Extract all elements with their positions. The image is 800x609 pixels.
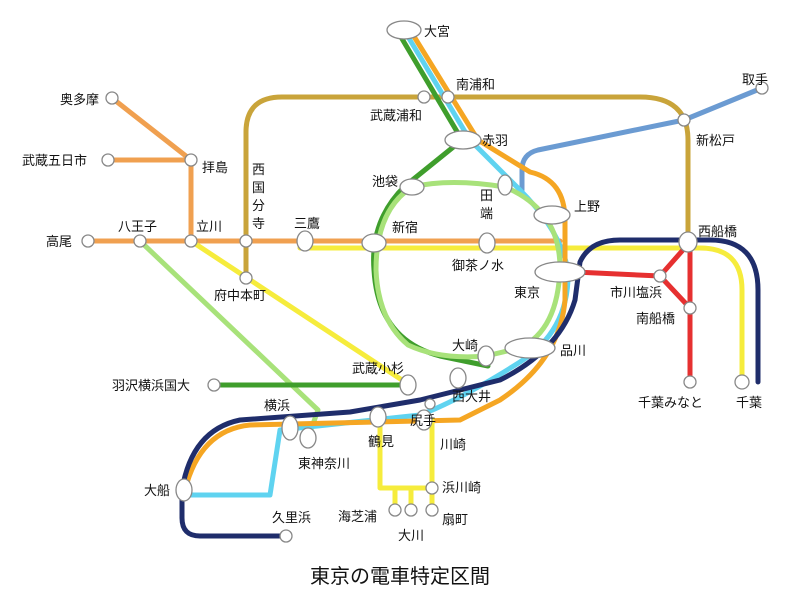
label-minami-funabashi: 南船橋 <box>636 311 675 327</box>
label-tsurumi: 鶴見 <box>368 434 394 450</box>
station-musashi-itsukaichi[interactable] <box>101 153 115 167</box>
map-title: 東京の電車特定区間 <box>310 564 490 588</box>
label-chiba-minato: 千葉みなと <box>638 396 703 411</box>
label-nishi-kokubunji-2: 分 <box>252 199 265 214</box>
station-tokyo[interactable] <box>534 261 586 283</box>
station-musashi-urawa[interactable] <box>417 90 431 104</box>
label-okutama: 奥多摩 <box>60 92 99 108</box>
station-toride[interactable] <box>755 81 769 95</box>
label-chiba: 千葉 <box>736 396 762 411</box>
label-tachikawa: 立川 <box>196 220 222 235</box>
label-tabata-1: 端 <box>480 207 493 222</box>
sobu-line <box>297 245 745 385</box>
station-haijima[interactable] <box>184 153 198 167</box>
label-musashi-itsukaichi: 武蔵五日市 <box>22 153 87 169</box>
label-ochanomizu: 御茶ノ水 <box>452 258 504 274</box>
label-nishi-kokubunji-3: 寺 <box>252 217 265 232</box>
station-minami-funabashi[interactable] <box>683 301 697 315</box>
label-takao: 高尾 <box>46 234 72 250</box>
nambu-line <box>188 238 411 387</box>
label-omiya: 大宮 <box>424 24 450 40</box>
station-hazawa-yokohama-kokudai[interactable] <box>207 378 221 392</box>
label-ueno: 上野 <box>574 200 600 215</box>
label-haijima: 拝島 <box>202 161 228 176</box>
station-ikebukuro[interactable] <box>399 178 425 196</box>
station-labels: 大宮 南浦和 武蔵浦和 赤羽 取手 新松戸 奥多摩 武蔵五日市 拝島 西 国 分… <box>22 24 768 544</box>
label-shinjuku: 新宿 <box>392 220 418 236</box>
label-minami-urawa: 南浦和 <box>456 77 495 93</box>
label-umi-shibaura: 海芝浦 <box>338 509 377 525</box>
label-tokyo: 東京 <box>514 285 540 301</box>
tokaido-line <box>182 27 568 493</box>
label-nishi-kokubunji-1: 国 <box>252 181 265 196</box>
label-musashi-kosugi: 武蔵小杉 <box>352 362 404 377</box>
station-ueno[interactable] <box>533 205 571 225</box>
station-ichikawa-shiohama[interactable] <box>653 269 667 283</box>
station-mitaka[interactable] <box>296 230 314 252</box>
label-nishi-oi: 西大井 <box>452 390 491 405</box>
station-chiba-minato[interactable] <box>683 375 697 389</box>
station-chiba[interactable] <box>734 374 750 390</box>
station-shinagawa[interactable] <box>504 337 556 359</box>
label-tabata-0: 田 <box>480 189 493 204</box>
station-nishi-oi[interactable] <box>449 367 467 389</box>
label-hazawa-yokohama-kokudai: 羽沢横浜国大 <box>112 379 190 394</box>
station-ofuna[interactable] <box>175 478 193 502</box>
station-tsurumi[interactable] <box>369 406 387 428</box>
station-yokohama[interactable] <box>281 415 299 441</box>
label-ichikawa-shiohama: 市川塩浜 <box>610 285 662 301</box>
label-ogimachi: 扇町 <box>442 512 468 528</box>
station-tabata[interactable] <box>497 174 513 196</box>
station-takao[interactable] <box>81 234 95 248</box>
label-okawa: 大川 <box>398 529 424 544</box>
station-tachikawa[interactable] <box>184 234 198 248</box>
station-hama-kawasaki[interactable] <box>425 481 439 495</box>
station-kurihama[interactable] <box>279 529 293 543</box>
label-toride: 取手 <box>742 73 768 88</box>
station-kawasaki[interactable] <box>415 409 433 431</box>
station-akabane[interactable] <box>444 130 482 150</box>
station-hachioji[interactable] <box>133 234 147 248</box>
station-minami-urawa[interactable] <box>441 90 455 104</box>
label-shinagawa: 品川 <box>560 344 586 359</box>
label-osaki: 大崎 <box>452 339 478 354</box>
keiyo-branch <box>657 273 693 311</box>
station-higashi-kanagawa[interactable] <box>299 427 317 449</box>
station-okutama[interactable] <box>105 91 119 105</box>
label-hachioji: 八王子 <box>118 220 157 235</box>
label-mitaka: 三鷹 <box>294 217 320 232</box>
station-shinjuku[interactable] <box>361 233 387 253</box>
label-akabane: 赤羽 <box>482 134 508 149</box>
label-musashi-urawa: 武蔵浦和 <box>370 109 422 124</box>
station-osaki[interactable] <box>477 345 495 367</box>
station-omiya[interactable] <box>386 20 422 40</box>
label-kurihama: 久里浜 <box>272 511 311 526</box>
station-shin-matsudo[interactable] <box>677 113 691 127</box>
label-hama-kawasaki: 浜川崎 <box>442 481 481 496</box>
station-ogimachi[interactable] <box>425 503 439 517</box>
station-shiriteumi[interactable] <box>424 398 436 410</box>
station-umi-shibaura[interactable] <box>388 503 402 517</box>
station-musashi-kosugi[interactable] <box>399 374 417 396</box>
label-higashi-kanagawa: 東神奈川 <box>298 456 350 472</box>
stations <box>81 20 769 543</box>
label-nishi-funabashi: 西船橋 <box>698 225 737 240</box>
tsurumi-line <box>377 415 435 513</box>
label-shin-matsudo: 新松戸 <box>696 133 735 149</box>
station-okawa[interactable] <box>404 503 418 517</box>
station-nishi-funabashi[interactable] <box>678 231 698 253</box>
station-fuchu-hommachi[interactable] <box>239 271 253 285</box>
label-fuchu-hommachi: 府中本町 <box>214 289 266 304</box>
label-yokohama: 横浜 <box>264 399 290 414</box>
label-ikebukuro: 池袋 <box>372 175 398 190</box>
station-ochanomizu[interactable] <box>478 232 496 254</box>
label-nishi-kokubunji-0: 西 <box>252 163 265 178</box>
yokohama-line <box>137 238 321 441</box>
station-nishi-kokubunji[interactable] <box>239 234 253 248</box>
label-ofuna: 大船 <box>144 484 170 499</box>
label-kawasaki: 川崎 <box>440 438 466 453</box>
label-shiriteumi: 尻手 <box>410 414 436 429</box>
